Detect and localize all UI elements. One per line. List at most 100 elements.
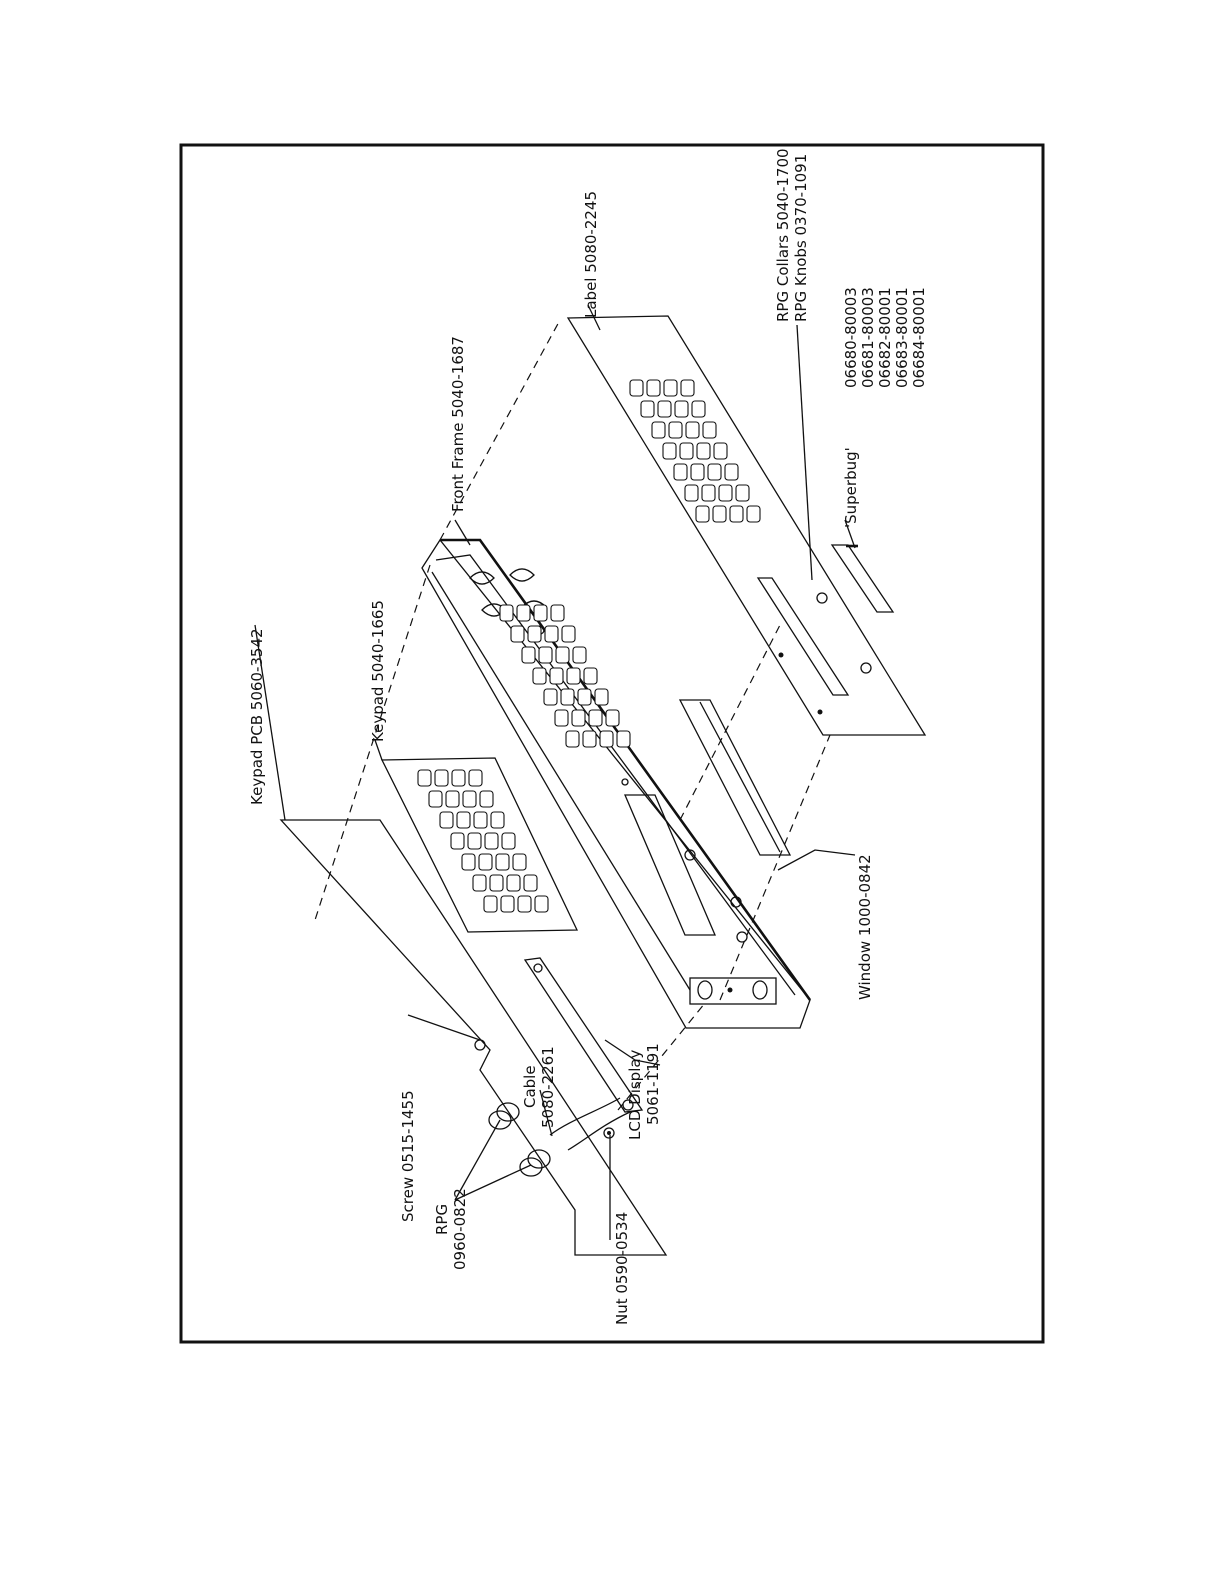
key-cutout <box>485 833 498 849</box>
key-cutout <box>473 875 486 891</box>
key-cutout <box>567 668 580 684</box>
key-cutout <box>462 854 475 870</box>
label-cable: Cable <box>521 1065 539 1108</box>
key-cutout <box>457 812 470 828</box>
key-cutout <box>647 380 660 396</box>
key-cutout <box>511 626 524 642</box>
key-cutout <box>583 731 596 747</box>
key-cutout <box>435 770 448 786</box>
key-cutout <box>507 875 520 891</box>
key-cutout <box>595 689 608 705</box>
key-cutout <box>533 668 546 684</box>
key-cutout <box>658 401 671 417</box>
key-cutout <box>551 605 564 621</box>
key-cutout <box>686 422 699 438</box>
key-cutout <box>451 833 464 849</box>
key-cutout <box>702 485 715 501</box>
superbug-part-number: 06682-80001 <box>876 287 894 388</box>
key-cutout <box>463 791 476 807</box>
key-cutout <box>747 506 760 522</box>
key-cutout <box>652 422 665 438</box>
label-keypad-pcb: Keypad PCB 5060-3542 <box>248 628 266 805</box>
label-screw: Screw 0515-1455 <box>399 1090 417 1222</box>
key-cutout <box>555 710 568 726</box>
key-cutout <box>479 854 492 870</box>
label-cable-part: 5080-2261 <box>539 1046 557 1128</box>
key-cutout <box>600 731 613 747</box>
superbug-part <box>832 545 893 612</box>
key-cutout <box>736 485 749 501</box>
key-cutout <box>501 896 514 912</box>
superbug-part-number: 06683-80001 <box>893 287 911 388</box>
label-lcd-display: LCD Display <box>626 1049 644 1140</box>
key-cutout <box>725 464 738 480</box>
key-cutout <box>713 506 726 522</box>
key-cutout <box>719 485 732 501</box>
key-cutout <box>534 605 547 621</box>
key-cutout <box>446 791 459 807</box>
key-cutout <box>572 710 585 726</box>
key-cutout <box>675 401 688 417</box>
key-cutout <box>681 380 694 396</box>
key-cutout <box>522 647 535 663</box>
key-cutout <box>528 626 541 642</box>
key-cutout <box>429 791 442 807</box>
label-front-frame: Front Frame 5040-1687 <box>449 336 467 512</box>
key-cutout <box>418 770 431 786</box>
key-cutout <box>518 896 531 912</box>
key-cutout <box>573 647 586 663</box>
key-cutout <box>545 626 558 642</box>
key-cutout <box>730 506 743 522</box>
label-nut: Nut 0590-0534 <box>613 1212 631 1325</box>
label-rpg-part: 0960-0822 <box>451 1188 469 1270</box>
key-cutout <box>584 668 597 684</box>
key-cutout <box>535 896 548 912</box>
superbug-part-number: 06684-80001 <box>910 287 928 388</box>
key-cutout <box>685 485 698 501</box>
label-rpg-knobs: RPG Knobs 0370-1091 <box>792 154 810 322</box>
key-cutout <box>697 443 710 459</box>
key-cutout <box>556 647 569 663</box>
key-cutout <box>589 710 602 726</box>
window-part <box>680 700 790 855</box>
key-cutout <box>539 647 552 663</box>
key-cutout <box>691 464 704 480</box>
key-cutout <box>550 668 563 684</box>
key-cutout <box>491 812 504 828</box>
key-cutout <box>469 770 482 786</box>
key-cutout <box>524 875 537 891</box>
label-superbug: 'Superbug' <box>842 447 860 528</box>
key-cutout <box>630 380 643 396</box>
label-lcd-display-part: 5061-1191 <box>644 1043 662 1125</box>
key-cutout <box>513 854 526 870</box>
key-cutout <box>680 443 693 459</box>
key-cutout <box>452 770 465 786</box>
label-window: Window 1000-0842 <box>856 854 874 1000</box>
key-cutout <box>484 896 497 912</box>
key-cutout <box>496 854 509 870</box>
label-label: Label 5080-2245 <box>582 191 600 318</box>
key-cutout <box>714 443 727 459</box>
key-cutout <box>578 689 591 705</box>
key-cutout <box>468 833 481 849</box>
key-cutout <box>606 710 619 726</box>
label-keypad: Keypad 5040-1665 <box>369 600 387 742</box>
key-cutout <box>703 422 716 438</box>
key-cutout <box>561 689 574 705</box>
key-cutout <box>474 812 487 828</box>
superbug-part-number: 06680-80003 <box>842 287 860 388</box>
key-cutout <box>490 875 503 891</box>
label-rpg: RPG <box>433 1204 451 1235</box>
key-cutout <box>566 731 579 747</box>
key-cutout <box>440 812 453 828</box>
key-cutout <box>696 506 709 522</box>
keypad-part <box>382 758 577 932</box>
key-cutout <box>664 380 677 396</box>
key-cutout <box>562 626 575 642</box>
key-cutout <box>674 464 687 480</box>
label-rpg-collars: RPG Collars 5040-1700 <box>774 148 792 322</box>
key-cutout <box>692 401 705 417</box>
superbug-part-number: 06681-80003 <box>859 287 877 388</box>
key-cutout <box>669 422 682 438</box>
